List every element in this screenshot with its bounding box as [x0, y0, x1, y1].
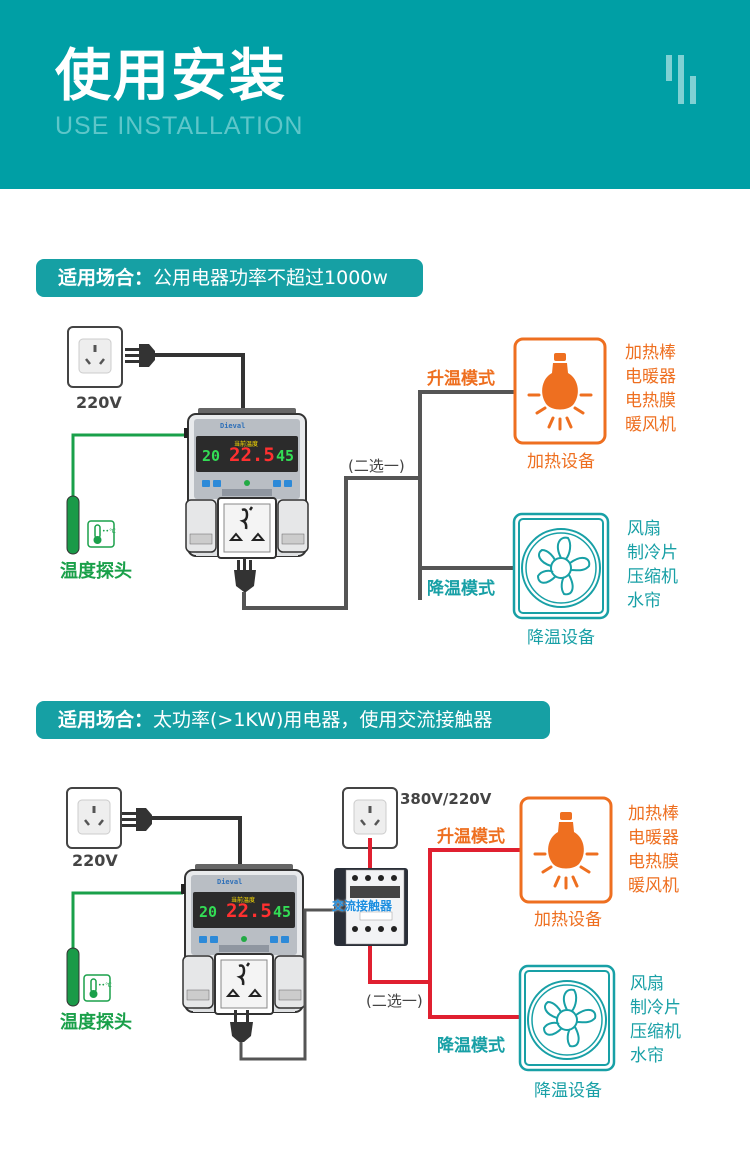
page-subtitle: USE INSTALLATION: [55, 112, 304, 140]
heat-item: 加热棒: [628, 804, 679, 824]
temperature-controller: [182, 406, 310, 560]
heat-item: 暖风机: [628, 876, 679, 896]
plug-icon: [122, 808, 152, 831]
wall-voltage-label: 220V: [72, 851, 118, 870]
heat-item: 暖风机: [625, 415, 676, 435]
cool-device-label: 降温设备: [534, 1081, 602, 1101]
center-temp: 22.5: [229, 444, 275, 466]
left-temp: 20: [199, 903, 218, 921]
cool-item: 制冷片: [627, 543, 678, 563]
cool-device-list: 风扇 制冷片 压缩机 水帘: [627, 517, 678, 613]
left-temp: 20: [202, 447, 221, 465]
heat-item: 电暖器: [628, 828, 679, 848]
thermometer-icon: [83, 974, 113, 1002]
contactor-voltage-label: 380V/220V: [400, 790, 492, 808]
section-2-diagram: [65, 786, 616, 1072]
section-1-banner: 适用场合：公用电器功率不超过1000w: [36, 259, 423, 297]
center-temp: 22.5: [226, 900, 272, 922]
output-plug-icon: [234, 558, 256, 592]
wall-voltage-label: 220V: [76, 393, 122, 412]
cool-item: 制冷片: [630, 998, 681, 1018]
cool-mode-label: 降温模式: [427, 579, 495, 599]
probe-label: 温度探头: [60, 561, 132, 582]
section-1-diagram: [66, 325, 610, 620]
temperature-controller: [179, 862, 307, 1016]
wall-socket-icon: [65, 786, 123, 850]
banner-label: 适用场合：: [58, 267, 154, 289]
display-label: 当前温度: [234, 441, 259, 448]
cool-item: 风扇: [627, 519, 661, 539]
cool-item: 压缩机: [630, 1022, 681, 1042]
heat-item: 电暖器: [625, 367, 676, 387]
cool-item: 水帘: [627, 591, 661, 611]
cool-mode-label: 降温模式: [437, 1036, 505, 1056]
choose-one-label: (二选一): [348, 457, 405, 475]
heating-bulb-icon: [519, 796, 613, 904]
controller-brand: Dieval: [220, 422, 246, 430]
cool-item: 风扇: [630, 974, 664, 994]
thermometer-icon: [87, 520, 117, 548]
banner-text: 公用电器功率不超过1000w: [153, 267, 388, 289]
heating-bulb-icon: [513, 337, 607, 445]
output-plug-icon: [230, 1010, 253, 1042]
heat-mode-label: 升温模式: [437, 827, 505, 847]
cool-item: 水帘: [630, 1046, 664, 1066]
page-title: 使用安装: [55, 44, 287, 109]
controller-display-1: Dieval 当前温度 20 22.5 45: [196, 422, 298, 472]
heat-device-list: 加热棒 电暖器 电热膜 暖风机: [625, 341, 676, 437]
cooling-fan-icon: [512, 512, 610, 620]
cool-device-list: 风扇 制冷片 压缩机 水帘: [630, 972, 681, 1068]
cooling-fan-icon: [518, 964, 616, 1072]
heat-device-list: 加热棒 电暖器 电热膜 暖风机: [628, 802, 679, 898]
controller-display-2: Dieval 当前温度 20 22.5 45: [193, 878, 295, 928]
banner-label: 适用场合：: [58, 709, 154, 731]
banner-text: 太功率(>1KW)用电器，使用交流接触器: [153, 709, 493, 731]
heat-item: 电热膜: [628, 852, 679, 872]
heat-device-label: 加热设备: [534, 910, 602, 930]
heat-item: 电热膜: [625, 391, 676, 411]
ac-contactor: [334, 868, 408, 946]
section-2-banner: 适用场合：太功率(>1KW)用电器，使用交流接触器: [36, 701, 550, 739]
right-temp: 45: [276, 447, 295, 465]
cool-item: 压缩机: [627, 567, 678, 587]
page-header: 使用安装 USE INSTALLATION: [0, 0, 750, 189]
contactor-label: 交流接触器: [332, 899, 393, 913]
heat-item: 加热棒: [625, 343, 676, 363]
heat-device-label: 加热设备: [527, 452, 595, 472]
choose-one-label: (二选一): [366, 992, 423, 1010]
decorative-bars-icon: [666, 55, 702, 107]
display-label: 当前温度: [231, 897, 256, 904]
heat-mode-label: 升温模式: [427, 369, 495, 389]
wall-socket-icon: [66, 325, 124, 389]
cool-device-label: 降温设备: [527, 628, 595, 648]
right-temp: 45: [273, 903, 292, 921]
probe-label: 温度探头: [60, 1012, 132, 1033]
controller-brand: Dieval: [217, 878, 243, 886]
plug-icon: [125, 344, 155, 367]
